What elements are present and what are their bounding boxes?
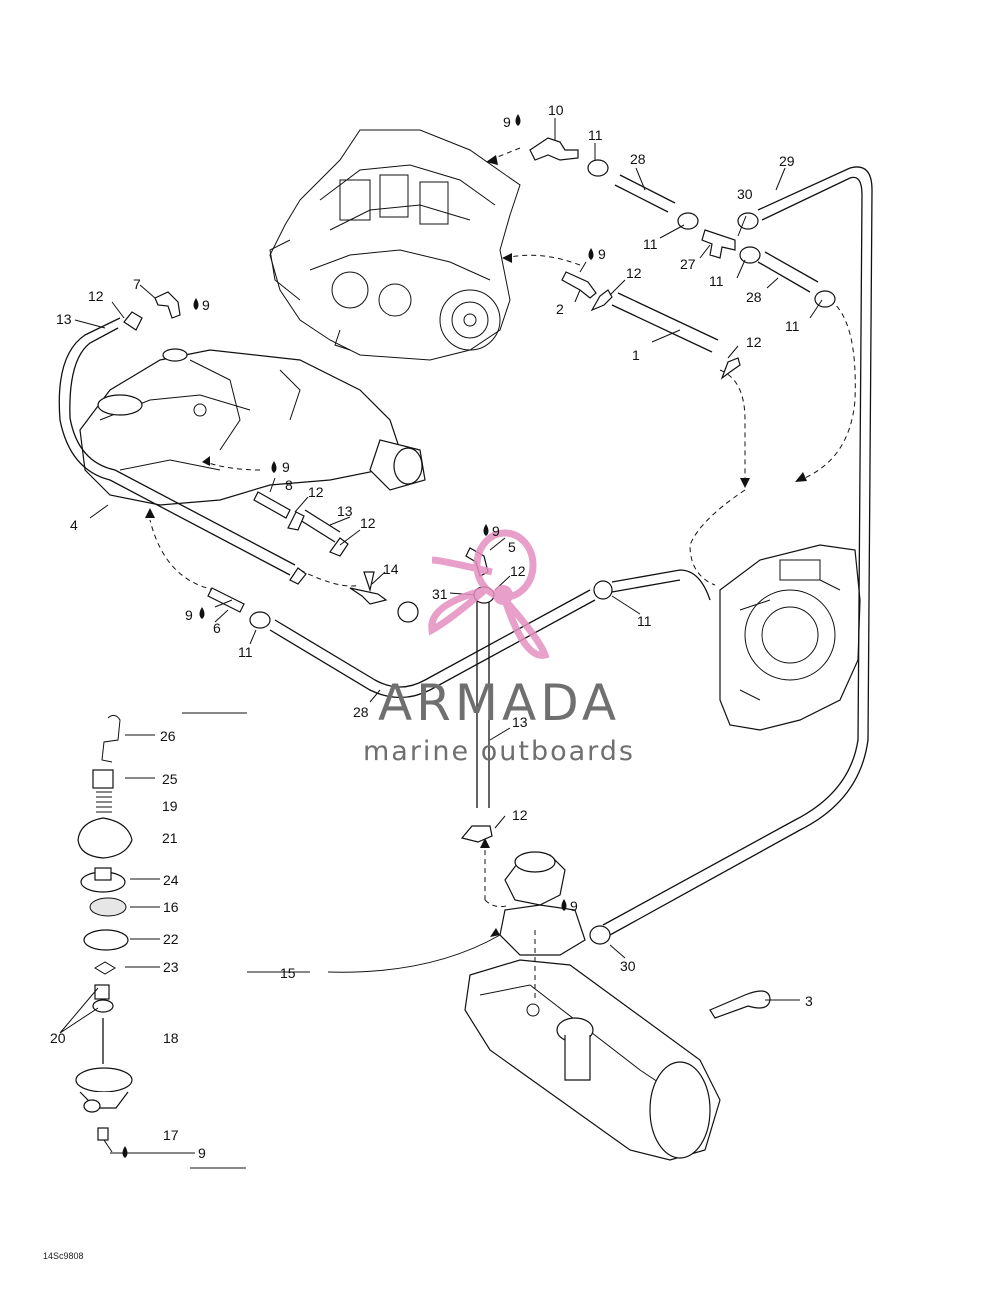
drop-icon bbox=[515, 114, 521, 126]
callout-label: 11 bbox=[238, 644, 253, 660]
watermark-brand: ARMADA bbox=[378, 674, 620, 732]
callout-label: 9 bbox=[570, 898, 578, 914]
engine-block bbox=[269, 129, 521, 361]
callout-label: 23 bbox=[163, 959, 179, 975]
callout-label: 9 bbox=[185, 607, 193, 623]
callout-label: 5 bbox=[508, 539, 516, 555]
callout-label: 8 bbox=[285, 477, 293, 493]
callout-label: 28 bbox=[746, 289, 762, 305]
callout-label: 18 bbox=[163, 1030, 179, 1046]
callout-label: 12 bbox=[360, 515, 376, 531]
callout-label: 22 bbox=[163, 931, 179, 947]
callout-label: 29 bbox=[779, 153, 795, 169]
callout-label: 9 bbox=[492, 523, 500, 539]
callout-label: 12 bbox=[88, 288, 104, 304]
callout-label: 4 bbox=[70, 517, 78, 533]
callout-label: 11 bbox=[588, 127, 603, 143]
fittings-and-clamps bbox=[123, 137, 836, 1019]
callout-label: 30 bbox=[620, 958, 636, 974]
callout-label: 28 bbox=[353, 704, 369, 720]
callout-label: 14 bbox=[383, 561, 399, 577]
callout-label: 24 bbox=[163, 872, 179, 888]
drop-icon bbox=[193, 298, 199, 310]
callout-label: 11 bbox=[709, 273, 724, 289]
part-callouts: 10 9 11 28 29 30 11 27 11 28 11 9 12 2 1… bbox=[50, 102, 813, 1161]
callout-label: 15 bbox=[280, 965, 296, 981]
callout-label: 9 bbox=[503, 114, 511, 130]
callout-label: 1 bbox=[632, 347, 640, 363]
callout-label: 9 bbox=[598, 246, 606, 262]
callout-label: 9 bbox=[282, 459, 290, 475]
callout-label: 25 bbox=[162, 771, 178, 787]
callout-label: 7 bbox=[133, 276, 141, 292]
callout-label: 17 bbox=[163, 1127, 179, 1143]
watermark-logo bbox=[428, 529, 550, 659]
callout-label: 16 bbox=[163, 899, 179, 915]
drawing-code: 14Sc9808 bbox=[43, 1251, 84, 1261]
jet-pump-housing bbox=[719, 544, 861, 731]
valve-assembly-exploded bbox=[75, 714, 133, 1153]
sealant-drop-icons bbox=[122, 114, 594, 1158]
drop-icon bbox=[199, 607, 205, 619]
drop-icon bbox=[122, 1146, 128, 1158]
callout-label: 9 bbox=[202, 297, 210, 313]
callout-label: 30 bbox=[737, 186, 753, 202]
callout-label: 21 bbox=[162, 830, 178, 846]
drop-icon bbox=[561, 899, 567, 911]
callout-label: 13 bbox=[512, 714, 528, 730]
callout-label: 6 bbox=[213, 620, 221, 636]
watermark-tagline: marine outboards bbox=[363, 736, 635, 767]
callout-label: 12 bbox=[626, 265, 642, 281]
callout-label: 31 bbox=[432, 586, 448, 602]
callout-label: 9 bbox=[198, 1145, 206, 1161]
hoses bbox=[58, 166, 873, 936]
callout-label: 26 bbox=[160, 728, 176, 744]
callout-label: 12 bbox=[308, 484, 324, 500]
leader-lines bbox=[59, 118, 823, 1169]
callout-label: 12 bbox=[746, 334, 762, 350]
callout-label: 13 bbox=[56, 311, 72, 327]
callout-label: 13 bbox=[337, 503, 353, 519]
callout-label: 11 bbox=[637, 613, 652, 629]
drop-icon bbox=[271, 461, 277, 473]
expansion-chamber bbox=[79, 348, 426, 506]
callout-label: 11 bbox=[785, 318, 800, 334]
drop-icon bbox=[588, 248, 594, 260]
callout-label: 19 bbox=[162, 798, 178, 814]
callout-label: 12 bbox=[510, 563, 526, 579]
callout-label: 10 bbox=[548, 102, 564, 118]
flow-paths bbox=[145, 147, 856, 1000]
drop-icon bbox=[483, 524, 489, 536]
callout-label: 2 bbox=[556, 301, 564, 317]
callout-label: 12 bbox=[512, 807, 528, 823]
callout-label: 20 bbox=[50, 1030, 66, 1046]
callout-label: 28 bbox=[630, 151, 646, 167]
callout-label: 11 bbox=[643, 236, 658, 252]
callout-label: 27 bbox=[680, 256, 696, 272]
waterbox-muffler bbox=[464, 851, 721, 1161]
callout-label: 3 bbox=[805, 993, 813, 1009]
